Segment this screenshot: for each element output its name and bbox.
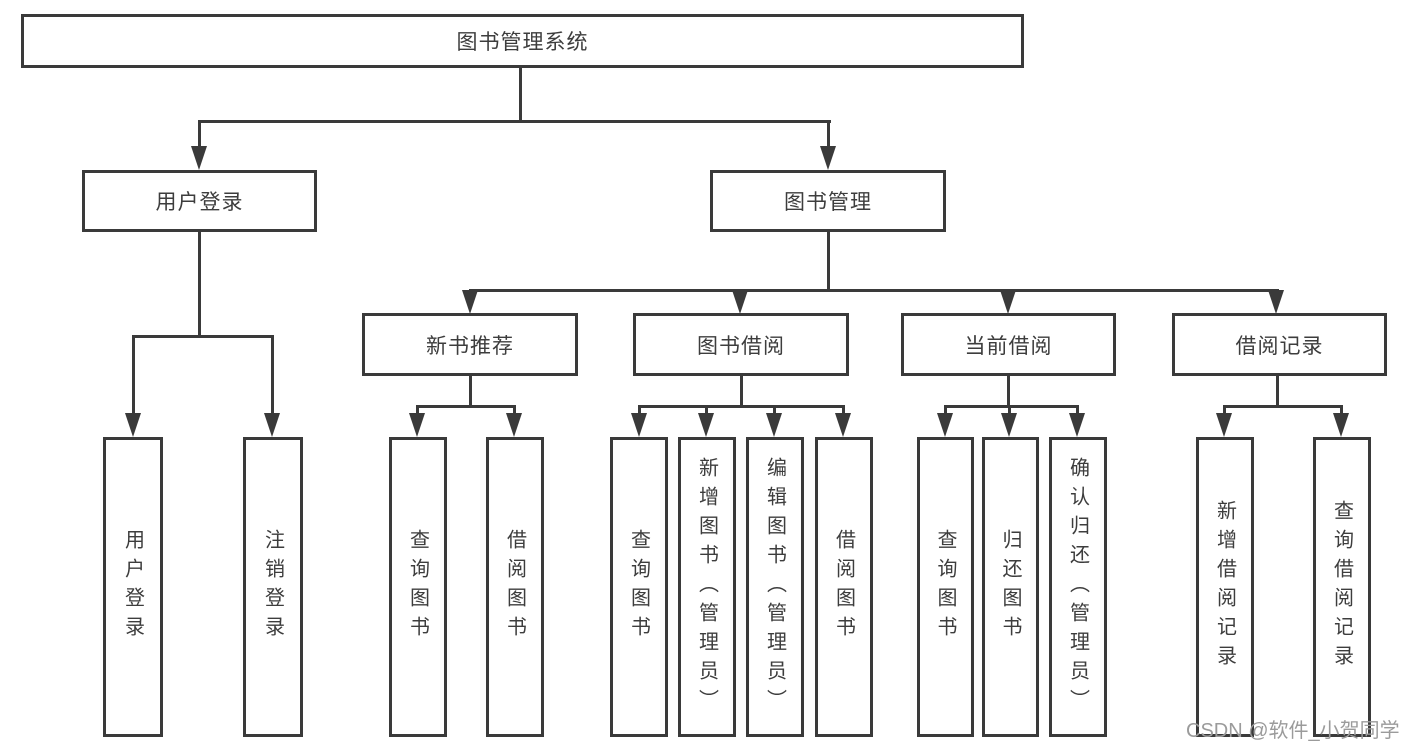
arrowhead-to-book-borrow xyxy=(732,290,748,314)
node-leaf-nb-borrow-books-label: 借阅图书 xyxy=(503,529,526,645)
connector-book-borrow-split xyxy=(638,405,845,408)
node-leaf-cb-query-books: 查询图书 xyxy=(917,437,974,737)
connector-to-bb-edit-stem xyxy=(773,405,776,415)
connector-to-nb-borrow-stem xyxy=(513,405,516,415)
node-leaf-cb-confirm-return: 确认归还（管理员） xyxy=(1049,437,1107,737)
connector-book-mgmt-stem xyxy=(827,232,830,289)
node-current-borrow-label: 当前借阅 xyxy=(964,334,1053,358)
arrowhead-to-br-query xyxy=(1333,413,1349,437)
connector-to-br-query-stem xyxy=(1340,405,1343,415)
arrowhead-to-current-borrow xyxy=(1000,290,1016,314)
connector-to-logout-stem xyxy=(271,335,274,413)
node-library-system-label: 图书管理系统 xyxy=(456,31,589,54)
node-leaf-user-login: 用户登录 xyxy=(103,437,163,737)
connector-to-login-stem xyxy=(132,335,135,413)
node-leaf-br-add-record-label: 新增借阅记录 xyxy=(1213,500,1236,674)
connector-user-login-stem xyxy=(198,232,201,335)
node-leaf-cb-return-books-label: 归还图书 xyxy=(999,529,1021,645)
connector-root-to-user-login-stem xyxy=(198,120,201,148)
connector-book-mgmt-split xyxy=(469,289,1279,292)
connector-to-cb-confirm-stem xyxy=(1076,405,1079,415)
connector-current-borrow-stem xyxy=(1007,376,1010,405)
node-library-system: 图书管理系统 xyxy=(21,14,1024,68)
connector-to-cb-return-stem xyxy=(1008,405,1011,415)
node-leaf-nb-borrow-books: 借阅图书 xyxy=(486,437,544,737)
connector-borrow-records-split xyxy=(1223,405,1343,408)
connector-to-cb-query-stem xyxy=(944,405,947,415)
connector-borrow-records-stem xyxy=(1276,376,1279,405)
arrowhead-to-login xyxy=(125,413,141,437)
arrowhead-to-cb-confirm xyxy=(1069,413,1085,437)
connector-to-bb-borrow-stem xyxy=(842,405,845,415)
node-leaf-cb-return-books: 归还图书 xyxy=(982,437,1039,737)
node-leaf-br-query-record-label: 查询借阅记录 xyxy=(1330,500,1353,674)
arrowhead-to-borrow-records xyxy=(1268,290,1284,314)
node-leaf-nb-query-books-label: 查询图书 xyxy=(406,529,429,645)
node-leaf-bb-borrow-books-label: 借阅图书 xyxy=(832,529,855,645)
arrowhead-to-new-books xyxy=(462,290,478,314)
arrowhead-to-bb-add xyxy=(698,413,714,437)
arrowhead-to-bb-borrow xyxy=(835,413,851,437)
node-leaf-bb-add-books-label: 新增图书（管理员） xyxy=(695,456,718,718)
arrowhead-to-br-add xyxy=(1216,413,1232,437)
connector-to-bb-query-stem xyxy=(638,405,641,415)
node-leaf-cb-confirm-return-label: 确认归还（管理员） xyxy=(1066,456,1089,718)
node-leaf-br-add-record: 新增借阅记录 xyxy=(1196,437,1254,737)
connector-root-split xyxy=(198,120,831,123)
arrowhead-to-bb-query xyxy=(631,413,647,437)
node-leaf-bb-edit-books-label: 编辑图书（管理员） xyxy=(763,456,786,718)
node-book-borrow-label: 图书借阅 xyxy=(697,334,785,358)
node-leaf-bb-query-books-label: 查询图书 xyxy=(627,529,650,645)
node-leaf-logout-label: 注销登录 xyxy=(261,529,284,645)
connector-root-to-book-mgmt-stem xyxy=(827,120,830,148)
arrowhead-to-bb-edit xyxy=(766,413,782,437)
node-leaf-bb-query-books: 查询图书 xyxy=(610,437,668,737)
connector-new-books-stem xyxy=(469,376,472,405)
node-book-mgmt-label: 图书管理 xyxy=(784,191,872,214)
node-user-login-label: 用户登录 xyxy=(155,191,244,214)
node-user-login: 用户登录 xyxy=(82,170,317,232)
connector-root-stem xyxy=(519,68,522,120)
node-borrow-records-label: 借阅记录 xyxy=(1235,334,1324,358)
arrowhead-to-nb-borrow xyxy=(506,413,522,437)
arrowhead-to-logout xyxy=(264,413,280,437)
node-new-books-label: 新书推荐 xyxy=(426,334,514,358)
node-borrow-records: 借阅记录 xyxy=(1172,313,1387,376)
node-new-books: 新书推荐 xyxy=(362,313,578,376)
node-book-borrow: 图书借阅 xyxy=(633,313,849,376)
connector-user-login-split xyxy=(132,335,273,338)
arrowhead-to-cb-return xyxy=(1001,413,1017,437)
node-leaf-cb-query-books-label: 查询图书 xyxy=(934,529,956,645)
node-book-mgmt: 图书管理 xyxy=(710,170,946,232)
connector-to-nb-query-stem xyxy=(416,405,419,415)
connector-to-br-add-stem xyxy=(1223,405,1226,415)
node-leaf-bb-borrow-books: 借阅图书 xyxy=(815,437,873,737)
connector-new-books-split xyxy=(416,405,516,408)
arrowhead-to-user-login xyxy=(191,146,207,170)
node-leaf-bb-add-books: 新增图书（管理员） xyxy=(678,437,736,737)
csdn-watermark: CSDN @软件_小贺同学 xyxy=(1186,720,1400,742)
node-leaf-user-login-label: 用户登录 xyxy=(121,529,144,645)
arrowhead-to-cb-query xyxy=(937,413,953,437)
connector-current-borrow-split xyxy=(944,405,1079,408)
arrowhead-to-book-mgmt xyxy=(820,146,836,170)
node-leaf-br-query-record: 查询借阅记录 xyxy=(1313,437,1371,737)
node-leaf-bb-edit-books: 编辑图书（管理员） xyxy=(746,437,804,737)
node-leaf-logout: 注销登录 xyxy=(243,437,303,737)
node-current-borrow: 当前借阅 xyxy=(901,313,1116,376)
connector-to-bb-add-stem xyxy=(705,405,708,415)
connector-book-borrow-stem xyxy=(740,376,743,405)
arrowhead-to-nb-query xyxy=(409,413,425,437)
node-leaf-nb-query-books: 查询图书 xyxy=(389,437,447,737)
